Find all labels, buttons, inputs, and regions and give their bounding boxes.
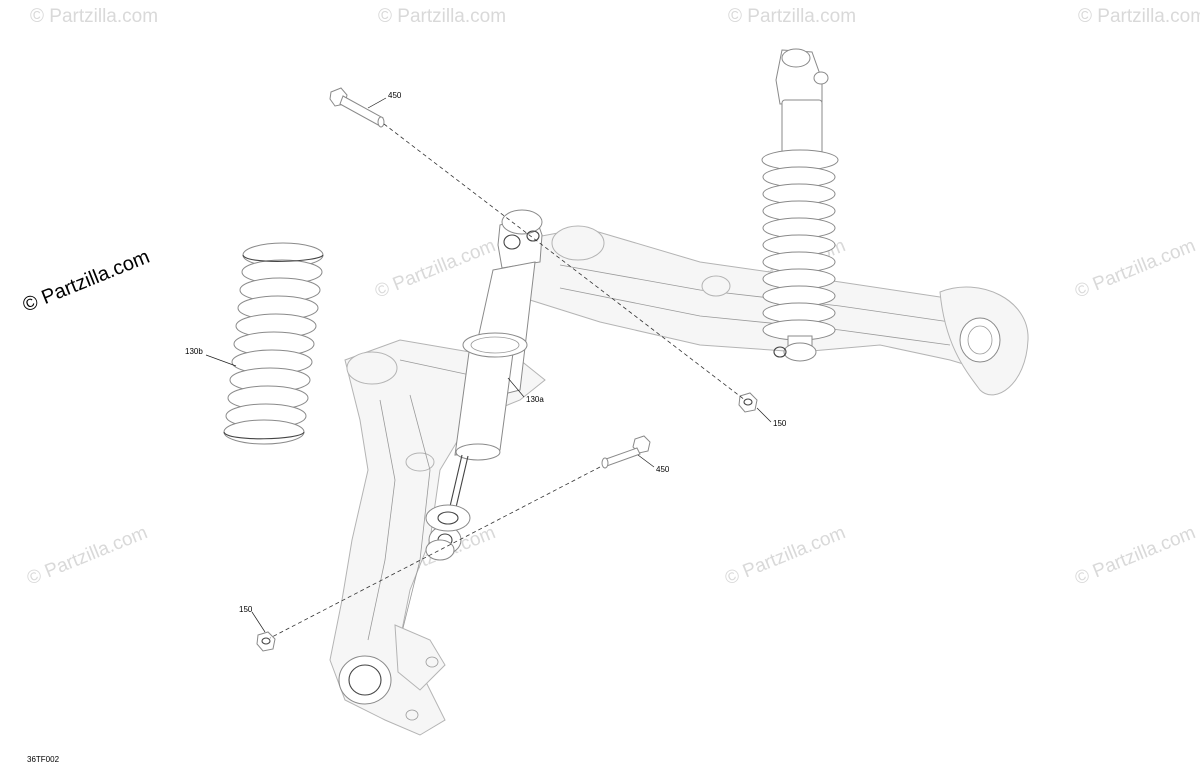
shock-absorber <box>425 209 543 561</box>
callout-label: 150 <box>239 605 253 614</box>
bolt <box>329 87 385 128</box>
callout-label: 450 <box>656 465 670 474</box>
right-shock-assembly <box>761 48 839 362</box>
upper-a-arm <box>499 225 1029 396</box>
coil-spring <box>223 242 324 445</box>
callout-label: 130a <box>526 395 544 404</box>
callout-label: 150 <box>773 419 787 428</box>
nut <box>738 392 758 413</box>
callout-bolt-lower: 450 <box>637 454 670 474</box>
callout-shock: 130a <box>507 377 544 404</box>
nut <box>256 631 276 652</box>
callout-nut-lower: 150 <box>239 605 266 633</box>
bolt <box>601 435 651 469</box>
watermark: © Partzilla.com <box>372 235 499 302</box>
watermark: © Partzilla.com <box>378 6 506 27</box>
callout-bolt-top: 450 <box>367 91 402 109</box>
watermark: © Partzilla.com <box>1072 235 1199 302</box>
callout-nut-right: 150 <box>756 407 787 428</box>
watermark: © Partzilla.com <box>1072 522 1199 589</box>
lower-a-arm <box>329 339 546 736</box>
brand-label: © Partzilla.com <box>20 246 153 317</box>
watermark: © Partzilla.com <box>30 6 158 27</box>
callout-label: 130b <box>185 347 203 356</box>
watermark: © Partzilla.com <box>24 522 151 589</box>
watermark: © Partzilla.com <box>728 6 856 27</box>
drawing-code: 36TF002 <box>27 755 60 764</box>
watermark: © Partzilla.com <box>1078 6 1200 27</box>
callout-label: 450 <box>388 91 402 100</box>
callout-spring: 130b <box>185 347 237 367</box>
assembly-axis-lines <box>269 123 746 639</box>
watermark: © Partzilla.com <box>722 522 849 589</box>
